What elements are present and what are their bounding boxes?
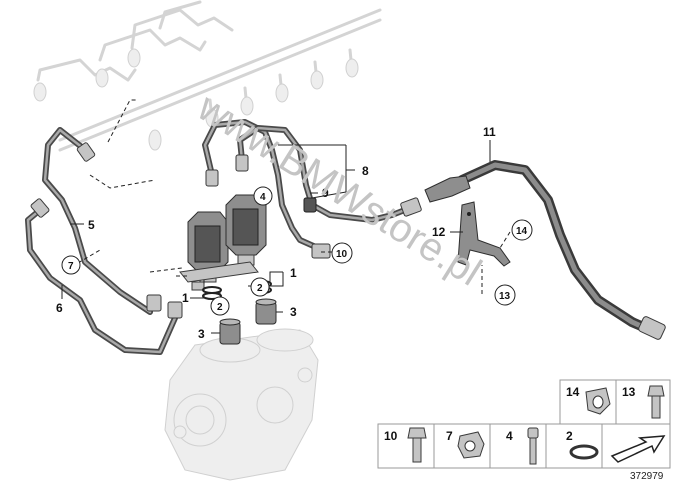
- callout-3-right: 3: [290, 305, 297, 319]
- legend-box-2: [545, 423, 603, 469]
- callout-labels: 1 1 2 2 3 3 4 5 6 7 8 9 10 11 12 13 14: [56, 125, 533, 341]
- callout-2-right-circle: [250, 277, 270, 297]
- callout-12: 12: [432, 225, 446, 239]
- ghost-fuel-pump: [164, 328, 319, 481]
- legend-label-14: 14: [566, 385, 580, 399]
- legend-label-13: 13: [622, 385, 636, 399]
- callout-13: 13: [499, 291, 511, 302]
- callout-2-left-circle: [210, 296, 230, 316]
- callout-11: 11: [483, 125, 496, 139]
- legend-icon-10: [407, 427, 427, 439]
- fuel-hose: [424, 160, 666, 340]
- sleeve-left: [219, 318, 241, 345]
- legend-label-2: 2: [566, 429, 573, 443]
- callout-7-circle: [61, 255, 81, 275]
- callout-10-circle: [331, 242, 353, 264]
- callout-14: 14: [516, 226, 528, 237]
- sensor-bracket: [179, 261, 259, 291]
- callout-8: 8: [362, 164, 369, 178]
- callout-3-left: 3: [198, 327, 205, 341]
- direction-arrow-icon: [610, 435, 666, 463]
- legend-icon-2: [569, 444, 599, 460]
- callout-5: 5: [88, 218, 95, 232]
- sleeve-right: [255, 298, 277, 325]
- callout-1-lower: 1: [182, 291, 189, 305]
- hose-bracket: [457, 201, 511, 267]
- callout-4-circle: [253, 186, 273, 206]
- image-number: 372979: [630, 471, 664, 482]
- legend-icon-4: [527, 427, 539, 439]
- callout-13-circle: [494, 284, 516, 306]
- callout-4: 4: [260, 192, 266, 203]
- fuel-line-upper: [202, 119, 422, 259]
- callout-2-left: 2: [217, 302, 223, 313]
- callout-14-circle: [511, 219, 533, 241]
- legend-label-4: 4: [506, 429, 513, 443]
- o-ring-left: [202, 286, 222, 300]
- callout-7: 7: [68, 261, 74, 272]
- legend-panel: 14 13 10 7 4 2 372979: [377, 379, 671, 482]
- callout-10: 10: [336, 249, 348, 260]
- ghost-fuel-rail: [33, 0, 382, 152]
- pressure-sensor-right: [225, 194, 267, 266]
- legend-icon-13: [647, 385, 665, 397]
- callout-6: 6: [56, 301, 63, 315]
- legend-label-10: 10: [384, 429, 398, 443]
- fuel-line-left: [25, 127, 183, 355]
- callout-2-right: 2: [257, 283, 263, 294]
- legend-label-7: 7: [446, 429, 453, 443]
- callout-1-upper: 1: [290, 266, 297, 280]
- callout-9: 9: [322, 186, 329, 200]
